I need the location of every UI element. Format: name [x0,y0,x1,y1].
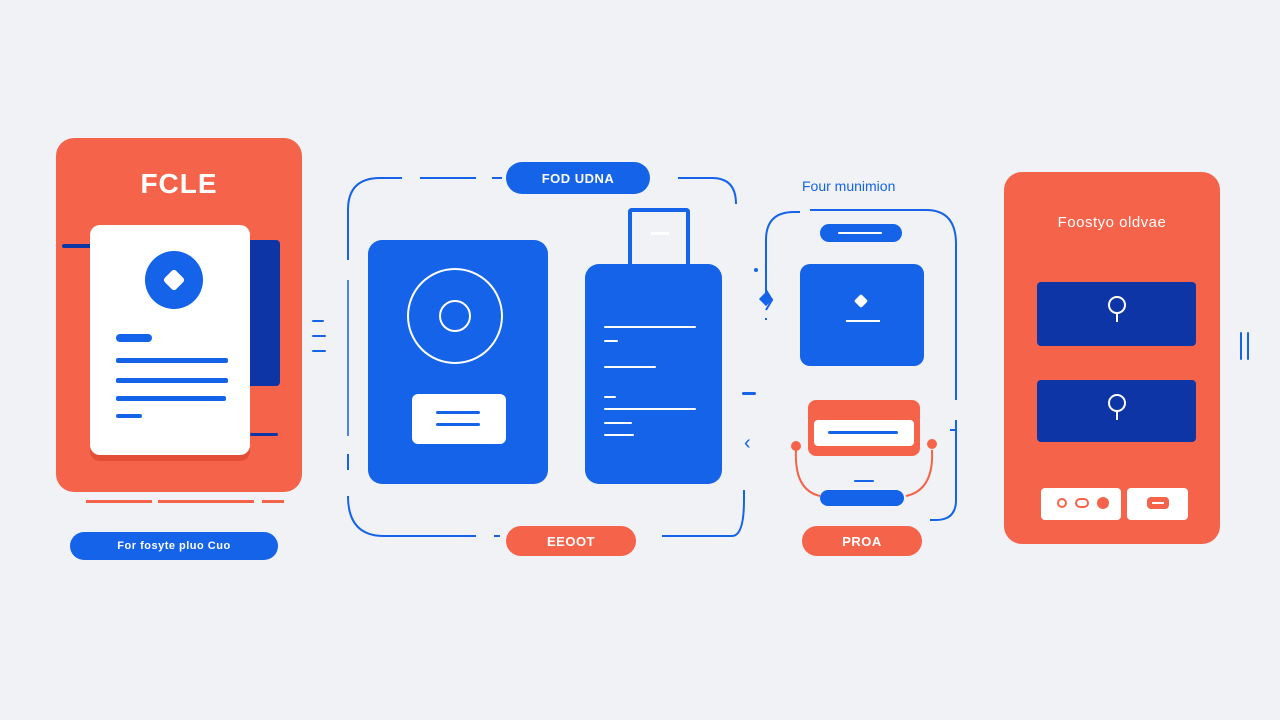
text-line [116,358,228,363]
flow-dash [854,480,874,482]
badge-text-line [604,366,656,368]
badge-icon [628,208,690,266]
dash-line [158,500,254,503]
badge-text-line [604,434,634,436]
avatar-icon [145,251,203,309]
target-icon [407,268,503,364]
key-button[interactable] [1037,380,1196,442]
divider [250,433,278,436]
side-line [1240,332,1242,360]
toggle-icon[interactable] [1041,488,1121,520]
text-line [116,334,152,342]
text-line [116,378,228,383]
profile-title: FCLE [140,168,218,199]
text-line [116,396,226,401]
settings-title: Foostyo oldvae [1057,214,1167,231]
key-button[interactable] [1037,282,1196,346]
target-button[interactable] [412,394,506,444]
text-line [116,414,142,418]
flow-pill[interactable]: PROA [802,526,922,556]
connector-line [312,335,326,337]
dash-line [262,500,284,503]
chevron-left-icon[interactable]: ‹ [744,432,751,454]
flow-top-bar[interactable] [820,224,902,242]
flow-bottom-bar[interactable] [820,490,904,506]
tab-top[interactable]: FOD UDNA [506,162,650,194]
settings-card [1004,172,1220,544]
badge-text-line [604,340,618,342]
divider [62,244,92,248]
badge-card [585,264,722,484]
profile-back-panel [244,240,280,386]
flow-card [800,264,924,366]
profile-caption-pill[interactable]: For fosyte pluo Cuo [70,532,278,560]
badge-text-line [604,396,616,398]
connector-line [312,350,326,352]
badge-text-line [604,422,632,424]
flow-frame [754,209,957,521]
tab-bottom[interactable]: EEOOT [506,526,636,556]
toggle-button[interactable] [1127,488,1188,520]
side-line [1247,332,1249,360]
connector-line [312,320,324,322]
badge-text-line [604,326,696,328]
middle-frame [347,177,745,537]
badge-text-line [604,408,696,410]
badge-side-line [742,392,756,395]
dash-line [86,500,152,503]
flow-title: Four munimion [802,178,896,194]
flow-input-card[interactable] [808,400,920,456]
